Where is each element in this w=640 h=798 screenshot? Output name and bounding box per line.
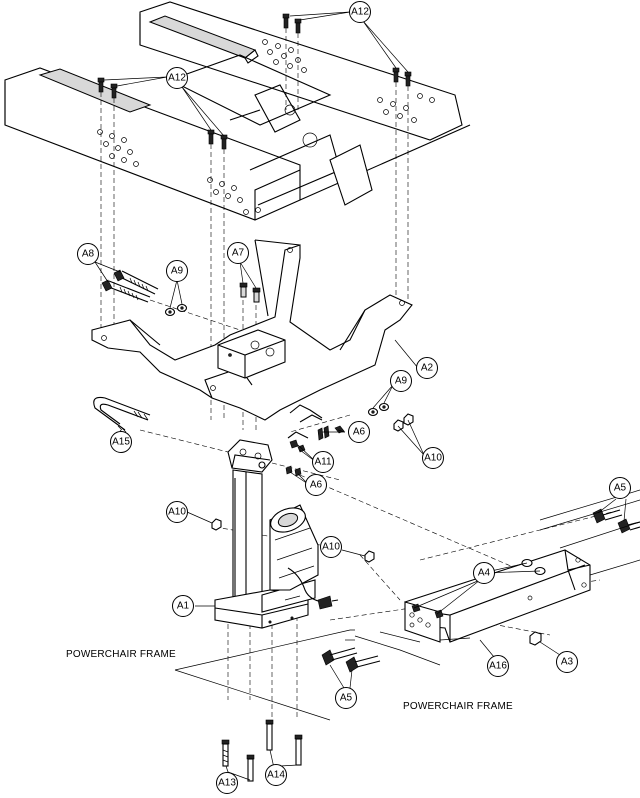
callout-a5-right: A5 [609,477,631,499]
callout-a8: A8 [77,243,99,265]
svg-text:A10: A10 [168,507,186,518]
powerchair-frame-plate [174,629,355,721]
callout-a2: A2 [416,357,438,379]
svg-text:A12: A12 [351,7,369,18]
a5-bolts-right [592,508,640,534]
callout-a15: A15 [110,431,132,453]
svg-text:A15: A15 [112,437,130,448]
callout-a14: A14 [265,764,287,786]
svg-text:A5: A5 [340,693,353,704]
a2-bracket [91,239,413,423]
leader-lines [94,11,627,781]
a13-a14-bolts [221,719,303,782]
svg-text:A13: A13 [218,778,236,789]
callout-a6-upper: A6 [348,421,370,443]
svg-text:A9: A9 [171,266,184,277]
callout-a12-top: A12 [349,1,371,23]
a9-washers-upper [164,303,188,317]
frame-label-left: POWERCHAIR FRAME [66,649,176,660]
svg-text:A3: A3 [561,657,574,668]
a5-bolts-middle [321,647,381,673]
callout-a7: A7 [227,242,249,264]
svg-text:A5: A5 [614,483,627,494]
a15-u-bolt [93,396,151,433]
callout-a11: A11 [312,451,334,473]
a16-bracket [404,549,591,643]
svg-text:A6: A6 [310,480,323,491]
svg-text:A16: A16 [489,661,507,672]
a1-actuator [214,439,339,629]
svg-text:A1: A1 [177,601,190,612]
a9-washers-lower [367,402,390,417]
callout-a10-right: A10 [422,447,444,469]
frame-label-right: POWERCHAIR FRAME [403,701,513,712]
callout-a1: A1 [172,595,194,617]
callout-a5-mid: A5 [335,687,357,709]
callout-a10-motor: A10 [320,536,342,558]
callout-a9-lower: A9 [390,370,412,392]
callout-a4: A4 [473,562,495,584]
a10-nuts-right [393,413,414,432]
svg-text:A11: A11 [314,457,331,468]
callout-a10-mid: A10 [166,501,188,523]
callout-a13: A13 [216,772,238,794]
callout-a9-upper: A9 [166,260,188,282]
svg-text:A2: A2 [421,363,434,374]
a7-screws [239,282,261,303]
seat-pan [4,1,471,221]
a3-nut [529,631,542,646]
svg-text:A6: A6 [353,427,366,438]
svg-text:A10: A10 [424,453,442,464]
svg-text:A14: A14 [267,770,285,781]
a12-screws [97,13,412,150]
svg-text:A10: A10 [322,542,340,553]
callout-a6-lower: A6 [305,474,327,496]
svg-text:A12: A12 [168,73,186,84]
callout-a3: A3 [556,651,578,673]
frame-rails-right [354,489,640,666]
a10-nuts-lower [211,518,375,563]
svg-text:A4: A4 [478,568,491,579]
svg-text:A8: A8 [82,249,95,260]
svg-text:A7: A7 [232,248,245,259]
svg-text:A9: A9 [395,376,408,387]
callout-a16: A16 [487,655,509,677]
callout-a12-left: A12 [166,67,188,89]
a8-bolts [101,269,159,303]
